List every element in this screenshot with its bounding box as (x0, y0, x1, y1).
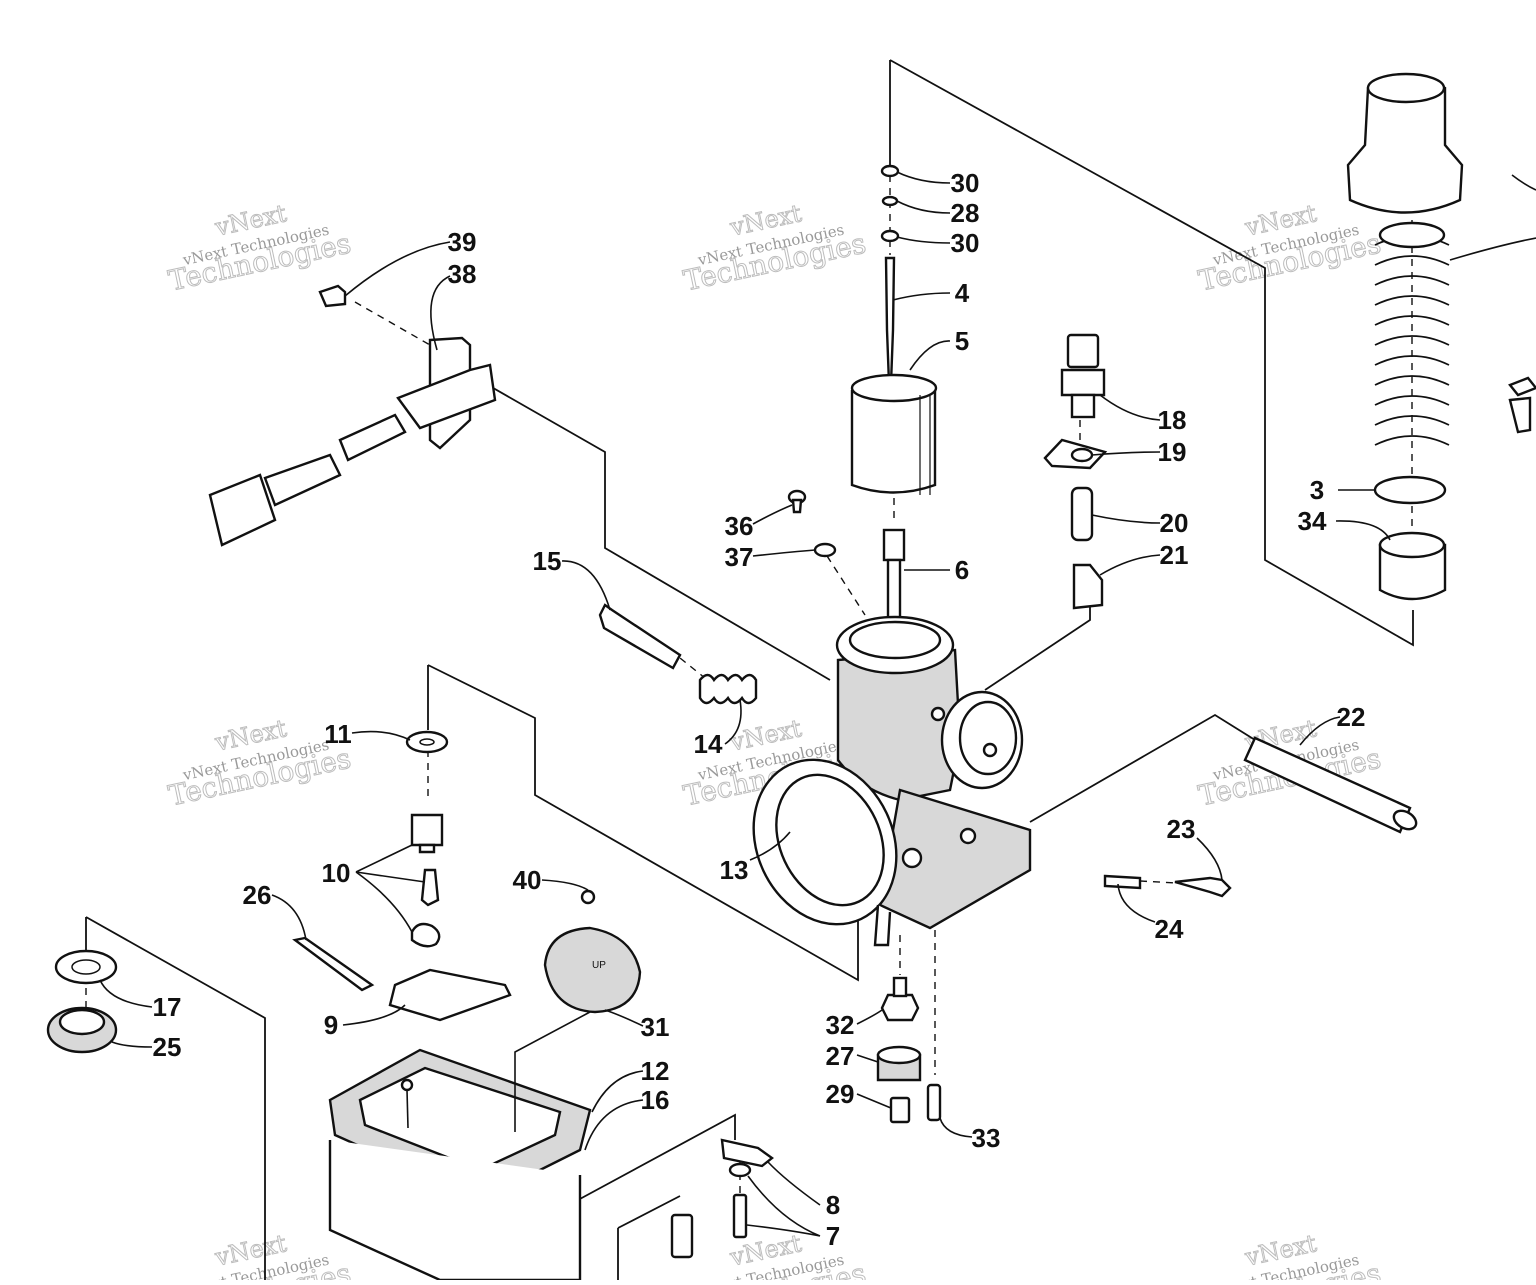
callout-27: 27 (826, 1041, 855, 1071)
callout-4: 4 (955, 278, 970, 308)
callout-15: 15 (533, 546, 562, 576)
callout-29: 29 (826, 1079, 855, 1109)
callout-28: 28 (951, 198, 980, 228)
callout-3: 3 (1310, 475, 1324, 505)
callout-40: 40 (513, 865, 542, 895)
choke-lever-assembly (208, 284, 497, 547)
leader-lines (99, 171, 1536, 1237)
float-bowl (328, 1048, 592, 1282)
jet-stack (876, 976, 942, 1124)
callout-36: 36 (725, 511, 754, 541)
callout-17: 17 (153, 992, 182, 1022)
callout-7: 7 (826, 1221, 840, 1251)
callout-14: 14 (694, 729, 723, 759)
callout-31: 31 (641, 1012, 670, 1042)
callout-26: 26 (243, 880, 272, 910)
drain-plug-group (46, 949, 118, 1054)
vent-hose (1243, 736, 1418, 834)
float: UP (543, 889, 642, 1014)
callout-34: 34 (1298, 506, 1327, 536)
top-cap-spring-group (1346, 72, 1536, 601)
callout-37: 37 (725, 542, 754, 572)
carburetor-body (752, 615, 1032, 947)
callout-11: 11 (324, 719, 352, 749)
throttle-stop-screw (598, 603, 682, 670)
callout-13: 13 (720, 855, 749, 885)
callout-10: 10 (322, 858, 351, 888)
needle-clip-washers (880, 164, 900, 243)
callout-8: 8 (826, 1190, 840, 1220)
cap-screw-and-washer (787, 489, 837, 558)
callout-38: 38 (448, 259, 477, 289)
jet-needle (884, 256, 896, 411)
callout-12: 12 (641, 1056, 670, 1086)
float-valve-group (292, 730, 512, 1022)
callout-21: 21 (1160, 540, 1189, 570)
callout-18: 18 (1158, 405, 1187, 435)
callout-16: 16 (641, 1085, 670, 1115)
callout-39: 39 (448, 227, 477, 257)
air-screw (1103, 874, 1232, 898)
callout-9: 9 (324, 1010, 338, 1040)
callout-33: 33 (972, 1123, 1001, 1153)
callout-19: 19 (1158, 437, 1187, 467)
bracket-plate-and-screw (670, 1138, 774, 1259)
callout-23: 23 (1167, 814, 1196, 844)
needle-jet (882, 528, 906, 632)
float-up-marking: UP (592, 960, 606, 971)
callout-32: 32 (826, 1010, 855, 1040)
callout-5: 5 (955, 326, 969, 356)
callout-24: 24 (1155, 914, 1184, 944)
adjuster-spring (698, 673, 758, 705)
throttle-slide (850, 373, 938, 495)
callout-30: 30 (951, 228, 980, 258)
callout-30: 30 (951, 168, 980, 198)
callout-20: 20 (1160, 508, 1189, 538)
callout-25: 25 (153, 1032, 182, 1062)
callout-22: 22 (1337, 702, 1366, 732)
choke-plunger-group (1043, 333, 1108, 610)
callout-6: 6 (955, 555, 969, 585)
